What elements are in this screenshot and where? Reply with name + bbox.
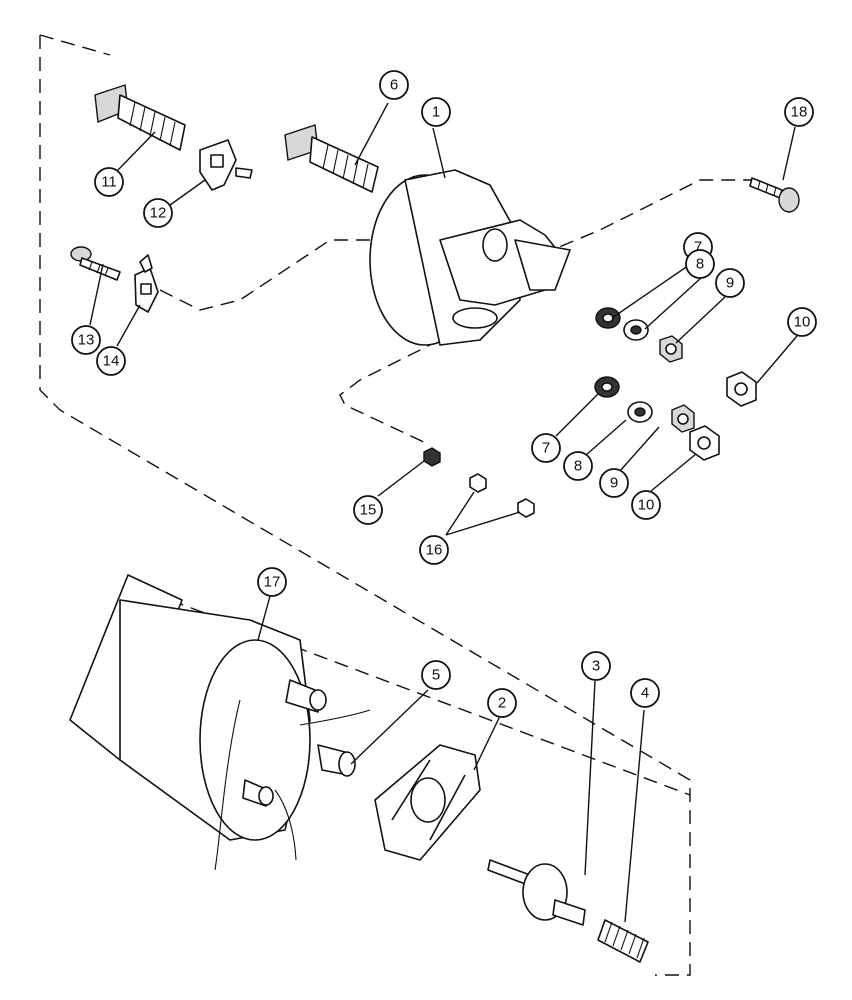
part-10-nuts — [689, 371, 757, 461]
callout-9-bottom: 9 — [599, 468, 629, 498]
callout-18: 18 — [784, 97, 814, 127]
part-8-flat-washers — [623, 319, 653, 423]
callout-17: 17 — [257, 567, 287, 597]
callout-6: 6 — [379, 70, 409, 100]
callout-1: 1 — [421, 97, 451, 127]
part-4-spring — [597, 919, 649, 963]
callout-5: 5 — [421, 660, 451, 690]
callout-3: 3 — [581, 651, 611, 681]
part-14-tab-washer — [134, 254, 159, 313]
svg-text:14: 14 — [103, 353, 120, 370]
part-18-screw — [749, 177, 800, 213]
callout-9-top: 9 — [715, 268, 745, 298]
part-9-nuts — [659, 335, 695, 433]
svg-text:4: 4 — [641, 685, 649, 702]
part-16-small-nuts — [469, 473, 535, 518]
part-6-t-bolt — [284, 124, 379, 193]
part-13-screw — [70, 246, 121, 281]
svg-text:9: 9 — [726, 275, 734, 292]
svg-text:8: 8 — [696, 256, 704, 273]
svg-text:12: 12 — [150, 205, 167, 222]
svg-text:7: 7 — [542, 440, 550, 457]
callout-13: 13 — [71, 325, 101, 355]
svg-text:17: 17 — [264, 574, 281, 591]
part-7-lock-washers — [594, 307, 621, 398]
svg-text:10: 10 — [638, 497, 655, 514]
part-1-solenoid-housing — [369, 169, 571, 346]
callout-8-bottom: 8 — [563, 451, 593, 481]
callout-15: 15 — [353, 495, 383, 525]
callout-4: 4 — [630, 678, 660, 708]
leader-lines — [89, 102, 798, 923]
callout-14: 14 — [96, 346, 126, 376]
svg-text:8: 8 — [574, 458, 582, 475]
part-17-motor — [69, 574, 371, 871]
svg-text:10: 10 — [794, 314, 811, 331]
svg-text:11: 11 — [101, 174, 117, 191]
part-11-t-bolt — [94, 84, 186, 151]
part-2-contact-plate — [374, 744, 481, 861]
callout-7-bottom: 7 — [531, 433, 561, 463]
callout-11: 11 — [94, 167, 124, 197]
svg-text:6: 6 — [390, 77, 398, 94]
svg-text:2: 2 — [498, 695, 506, 712]
callout-10-top: 10 — [787, 307, 817, 337]
svg-text:18: 18 — [791, 104, 808, 121]
callout-10-bottom: 10 — [631, 490, 661, 520]
part-12-lock-tab — [199, 139, 253, 191]
part-3-plunger — [487, 859, 586, 926]
callout-12: 12 — [143, 198, 173, 228]
svg-text:15: 15 — [360, 502, 377, 519]
svg-text:1: 1 — [432, 104, 440, 121]
callout-8-top: 8 — [685, 249, 715, 279]
svg-text:13: 13 — [78, 332, 95, 349]
callout-16: 16 — [419, 535, 449, 565]
svg-text:16: 16 — [426, 542, 443, 559]
callout-2: 2 — [487, 688, 517, 718]
svg-text:5: 5 — [432, 667, 440, 684]
svg-text:3: 3 — [592, 658, 600, 675]
svg-text:9: 9 — [610, 475, 618, 492]
part-5-sleeve — [317, 744, 356, 777]
part-15-nut — [423, 447, 441, 467]
svg-text:7: 7 — [694, 239, 702, 256]
